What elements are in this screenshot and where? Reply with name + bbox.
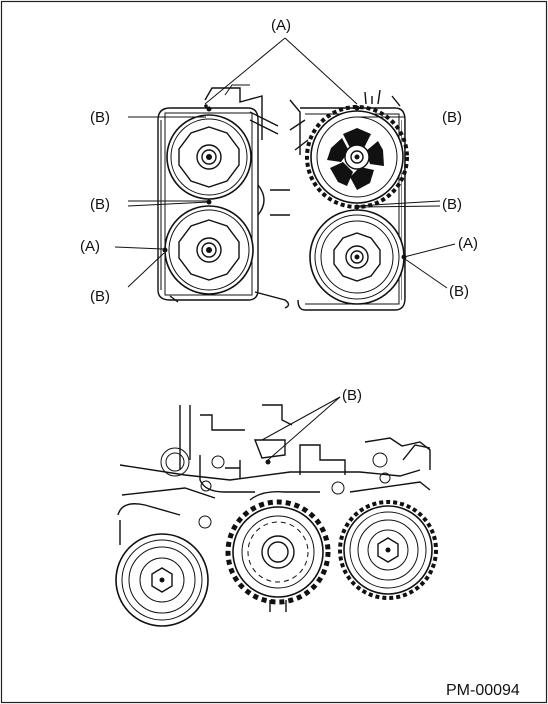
leader-b-bottom-1 bbox=[261, 396, 341, 441]
top-leaders bbox=[114, 37, 456, 289]
label-b-upper-left: (B) bbox=[90, 109, 110, 126]
label-b-mid-left: (B) bbox=[90, 196, 110, 213]
label-a-top: (A) bbox=[271, 17, 291, 34]
label-b-lower-left: (B) bbox=[90, 288, 110, 305]
crankshaft-assembly bbox=[115, 404, 438, 627]
label-b-mid-right: (B) bbox=[442, 196, 462, 213]
label-a-left: (A) bbox=[80, 238, 100, 255]
right-camshaft-sprocket bbox=[305, 105, 409, 209]
left-bank-assembly bbox=[157, 84, 290, 309]
label-b-lower-right: (B) bbox=[449, 283, 469, 300]
figure-id: PM-00094 bbox=[446, 682, 520, 699]
label-b-bottom: (B) bbox=[342, 387, 362, 404]
label-a-right: (A) bbox=[458, 235, 478, 252]
label-b-upper-right: (B) bbox=[442, 109, 462, 126]
right-bank-assembly bbox=[289, 89, 409, 311]
leader-b-bottom-2 bbox=[267, 396, 341, 461]
